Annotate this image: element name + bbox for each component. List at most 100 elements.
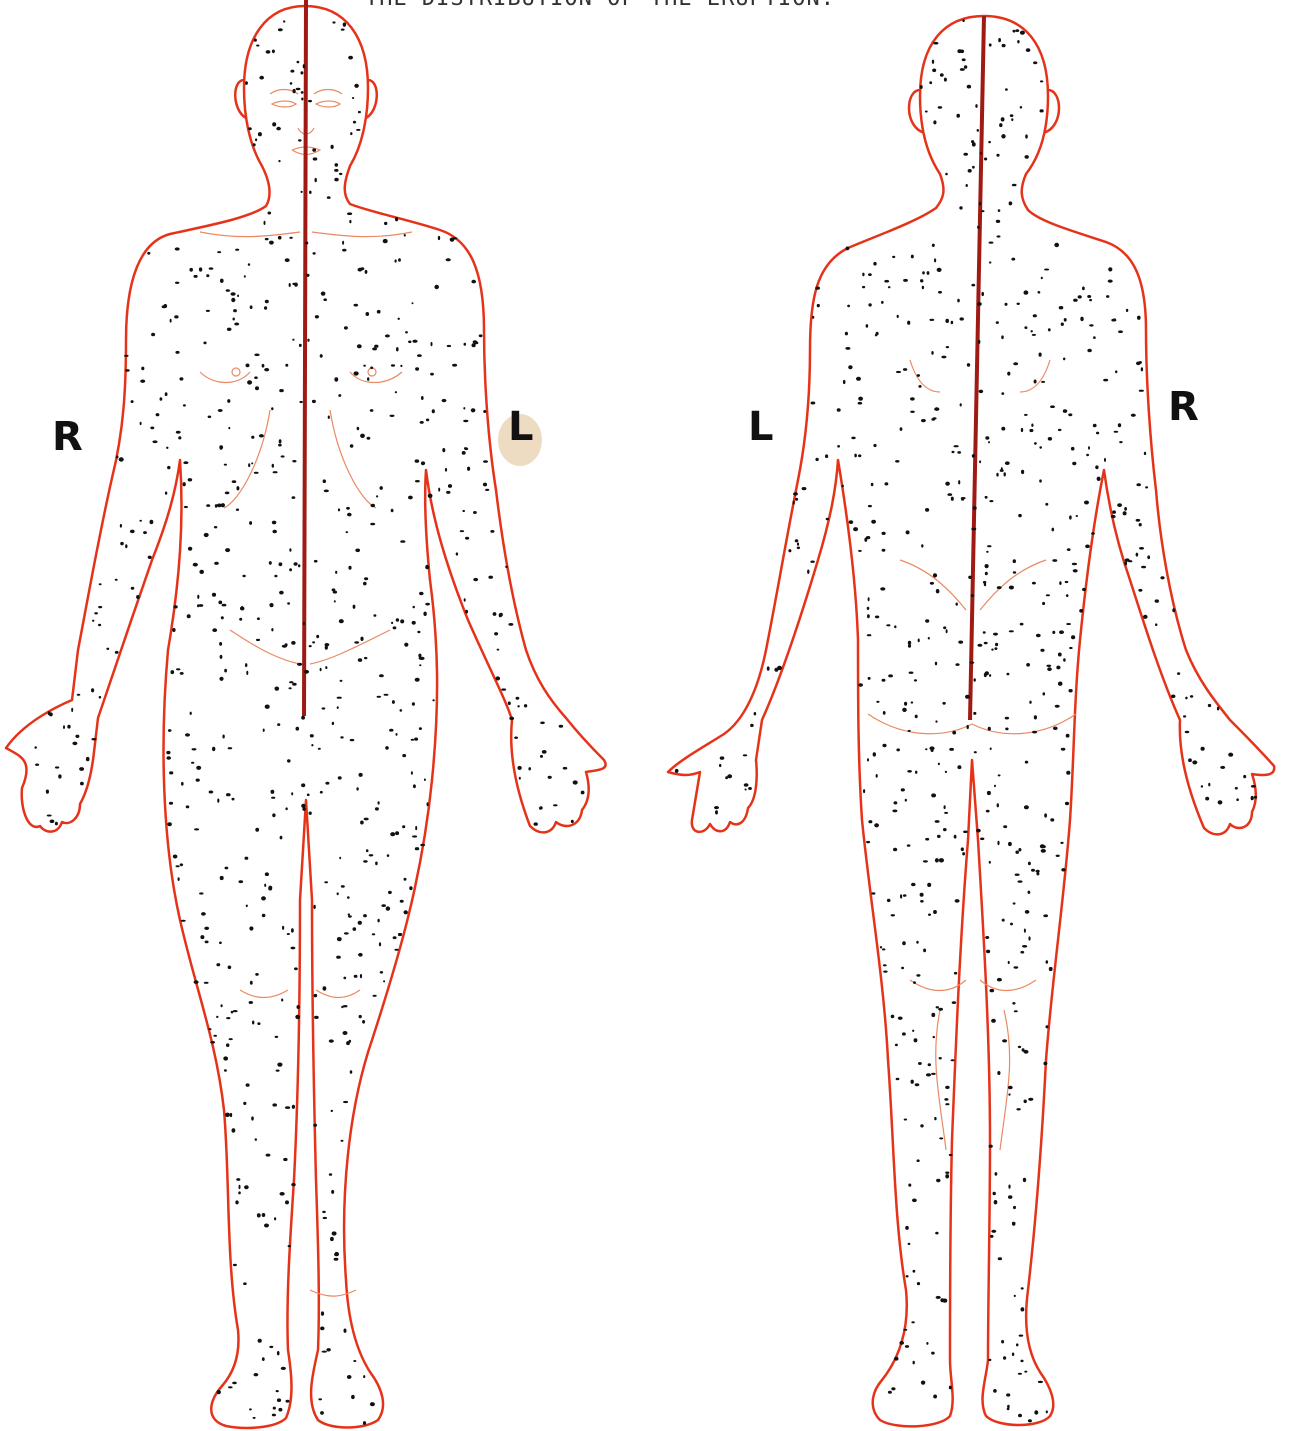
- eruption-spot: [479, 334, 483, 337]
- eruption-spot: [1006, 1393, 1010, 1396]
- eruption-spot: [409, 886, 412, 890]
- eruption-spot: [925, 838, 929, 841]
- eruption-spot: [1024, 326, 1027, 329]
- eruption-spot: [1010, 114, 1014, 117]
- eruption-spot: [932, 69, 936, 73]
- eruption-spot: [115, 651, 119, 654]
- eruption-spot: [383, 980, 385, 982]
- eruption-spot: [1024, 929, 1026, 933]
- eruption-spot: [200, 935, 204, 939]
- eruption-spot: [985, 572, 988, 576]
- eruption-spot: [963, 831, 968, 834]
- eruption-spot: [984, 673, 987, 677]
- eruption-spot: [285, 258, 290, 262]
- eruption-spot: [320, 791, 323, 794]
- eruption-spot: [462, 451, 466, 455]
- eruption-spot: [1006, 673, 1009, 676]
- eruption-spot: [360, 267, 364, 270]
- eruption-spot: [239, 618, 242, 621]
- eruption-spot: [366, 849, 369, 852]
- eruption-spot: [340, 736, 343, 738]
- eruption-spot: [419, 592, 424, 596]
- eruption-spot: [1048, 328, 1051, 331]
- eruption-spot: [999, 123, 1002, 127]
- eruption-spot: [289, 283, 291, 287]
- eruption-spot: [404, 878, 407, 881]
- eruption-spot: [402, 825, 405, 828]
- eruption-spot: [907, 321, 910, 325]
- eruption-spot: [289, 681, 293, 683]
- eruption-spot: [1061, 323, 1064, 326]
- eruption-spot: [244, 275, 246, 278]
- eruption-spot: [1054, 243, 1059, 247]
- eruption-spot: [106, 648, 109, 650]
- eruption-spot: [876, 774, 878, 778]
- eruption-spot: [939, 858, 944, 862]
- eruption-spot: [1104, 458, 1106, 462]
- eruption-spot: [298, 564, 300, 567]
- eruption-spot: [871, 892, 875, 894]
- eruption-spot: [180, 863, 183, 866]
- eruption-spot: [187, 614, 191, 618]
- eruption-spot: [462, 510, 465, 512]
- eruption-spot: [980, 838, 984, 841]
- eruption-spot: [374, 345, 378, 348]
- eruption-spot: [1068, 413, 1072, 416]
- eruption-spot: [224, 464, 227, 466]
- eruption-spot: [1205, 797, 1209, 801]
- eruption-spot: [334, 600, 336, 602]
- eruption-spot: [1018, 1414, 1022, 1418]
- eruption-spot: [963, 153, 968, 156]
- eruption-spot: [996, 220, 1000, 223]
- eruption-spot: [453, 237, 458, 239]
- eruption-spot: [1028, 936, 1030, 940]
- eruption-spot: [246, 1083, 250, 1086]
- eruption-spot: [376, 495, 378, 497]
- eruption-spot: [1254, 796, 1257, 799]
- eruption-spot: [1218, 800, 1223, 804]
- eruption-spot: [514, 737, 518, 739]
- eruption-spot: [217, 1390, 221, 1394]
- eruption-spot: [46, 790, 49, 794]
- eruption-spot: [162, 305, 167, 308]
- eruption-spot: [1136, 483, 1141, 486]
- eruption-spot: [1023, 1178, 1026, 1182]
- back-knees: [910, 980, 1036, 991]
- eruption-spot: [1047, 667, 1052, 671]
- eruption-spot: [885, 482, 889, 485]
- eruption-spot: [334, 1258, 339, 1261]
- eruption-spot: [264, 368, 269, 371]
- eruption-spot: [166, 756, 171, 760]
- eruption-spot: [246, 905, 248, 908]
- eruption-spot: [291, 792, 293, 795]
- eruption-spot: [1123, 511, 1127, 515]
- eruption-spot: [217, 504, 222, 508]
- eruption-spot: [253, 143, 256, 146]
- eruption-spot: [1171, 695, 1176, 699]
- eruption-spot: [364, 818, 369, 821]
- eruption-spot: [1071, 635, 1075, 639]
- eruption-spot: [941, 356, 946, 359]
- eruption-spot: [218, 601, 222, 605]
- eruption-spot: [843, 380, 846, 384]
- eruption-spot: [395, 831, 399, 835]
- eruption-spot: [867, 614, 870, 618]
- eruption-spot: [991, 649, 993, 651]
- eruption-spot: [1220, 766, 1225, 769]
- eruption-spot: [972, 454, 975, 458]
- eruption-spot: [934, 1117, 936, 1120]
- eruption-spot: [339, 619, 344, 623]
- eruption-spot: [360, 821, 364, 825]
- eruption-spot: [1119, 441, 1122, 443]
- eruption-spot: [292, 460, 296, 462]
- eruption-spot: [92, 620, 94, 622]
- eruption-spot: [1111, 515, 1116, 518]
- eruption-spot: [962, 58, 966, 61]
- eruption-spot: [1063, 658, 1066, 661]
- eruption-spot: [901, 788, 905, 791]
- eruption-spot: [348, 915, 352, 917]
- eruption-spot: [993, 1389, 997, 1393]
- eruption-spot: [294, 967, 298, 970]
- eruption-spot: [1139, 390, 1144, 392]
